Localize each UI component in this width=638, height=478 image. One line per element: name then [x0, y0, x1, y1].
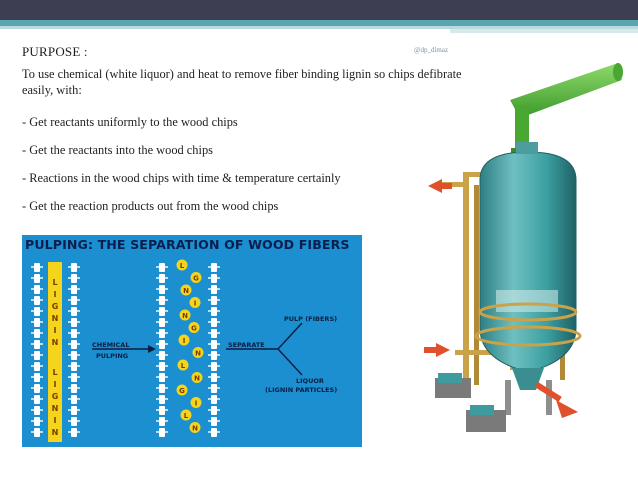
lignin-particle — [180, 409, 192, 421]
process-arrowhead — [148, 345, 156, 353]
lignin-letter: I — [54, 290, 57, 299]
lignin-particle — [180, 284, 192, 296]
lignin-particle — [191, 372, 203, 383]
bullet-item: - Get the reactants into the wood chips — [22, 143, 213, 157]
lignin-particle — [190, 272, 202, 283]
lignin-particle — [188, 322, 200, 333]
separate-label: SEPARATE — [228, 341, 265, 349]
diagram-title: PULPING: THE SEPARATION OF WOOD FIBERS — [25, 237, 350, 252]
page-title: PURPOSE : — [22, 44, 88, 59]
intro-paragraph: To use chemical (white liquor) and heat … — [22, 67, 462, 97]
lignin-letter: N — [52, 428, 59, 437]
lignin-particle-letter: L — [180, 262, 185, 270]
lignin-particle-letter: G — [179, 387, 185, 395]
chemical-label: CHEMICAL — [92, 341, 130, 349]
top-bar — [0, 0, 638, 20]
liquor-label: LIQUOR — [296, 377, 324, 385]
lignin-particle — [179, 309, 191, 321]
lignin-particle-letter: L — [181, 362, 186, 370]
lignin-particle-letter: G — [191, 325, 197, 333]
lignin-particle-letter: N — [192, 425, 198, 433]
lignin-particle-letter: I — [194, 300, 197, 308]
lignin-particle — [178, 334, 190, 346]
accent-stripe-light — [0, 26, 638, 29]
lignin-letter: I — [54, 326, 57, 335]
lignin-particle — [176, 259, 188, 271]
lignin-band — [48, 262, 62, 442]
bullet-item: - Reactions in the wood chips with time … — [22, 171, 341, 185]
lignin-particle — [177, 359, 189, 371]
bullet-item: - Get reactants uniformly to the wood ch… — [22, 115, 238, 129]
lignin-particle — [189, 297, 201, 308]
bullet-item: - Get the reaction products out from the… — [22, 199, 279, 213]
lignin-particle-letter: N — [183, 287, 189, 295]
pulping-diagram: PULPING: THE SEPARATION OF WOOD FIBERS L… — [22, 235, 362, 447]
lignin-particle-letter: I — [183, 337, 186, 345]
lignin-particle-letter: N — [195, 350, 201, 358]
lignin-letter: G — [52, 392, 59, 401]
lignin-particles-label: (LIGNIN PARTICLES) — [265, 386, 338, 394]
lignin-particle-letter: G — [193, 275, 199, 283]
lignin-particle-letter: N — [182, 312, 188, 320]
lignin-letter: N — [52, 314, 59, 323]
lignin-letter: I — [54, 416, 57, 425]
lignin-particle — [176, 384, 188, 396]
pulp-branch-arrow — [277, 322, 303, 350]
pulp-fibers-label: PULP (FIBERS) — [284, 315, 338, 323]
lignin-particle-letter: L — [184, 412, 189, 420]
pulping-label: PULPING — [96, 352, 129, 360]
accent-stripe-right — [450, 29, 638, 33]
lignin-particle — [192, 347, 204, 358]
pulp-digester-vessel-icon — [424, 63, 623, 432]
lignin-letter: I — [54, 380, 57, 389]
lignin-letter: N — [52, 404, 59, 413]
lignin-letter: N — [52, 338, 59, 347]
accent-stripe — [0, 20, 638, 26]
watermark: @dp_dimaz — [414, 46, 449, 54]
lignin-letter: G — [52, 302, 59, 311]
lignin-particle — [189, 422, 201, 433]
lignin-particle-letter: I — [195, 400, 198, 408]
lignin-letter: L — [52, 368, 57, 377]
lignin-particle-letter: N — [194, 375, 200, 383]
lignin-letter: L — [52, 278, 57, 287]
lignin-particle — [190, 397, 202, 408]
liquor-branch-arrow — [277, 348, 303, 376]
